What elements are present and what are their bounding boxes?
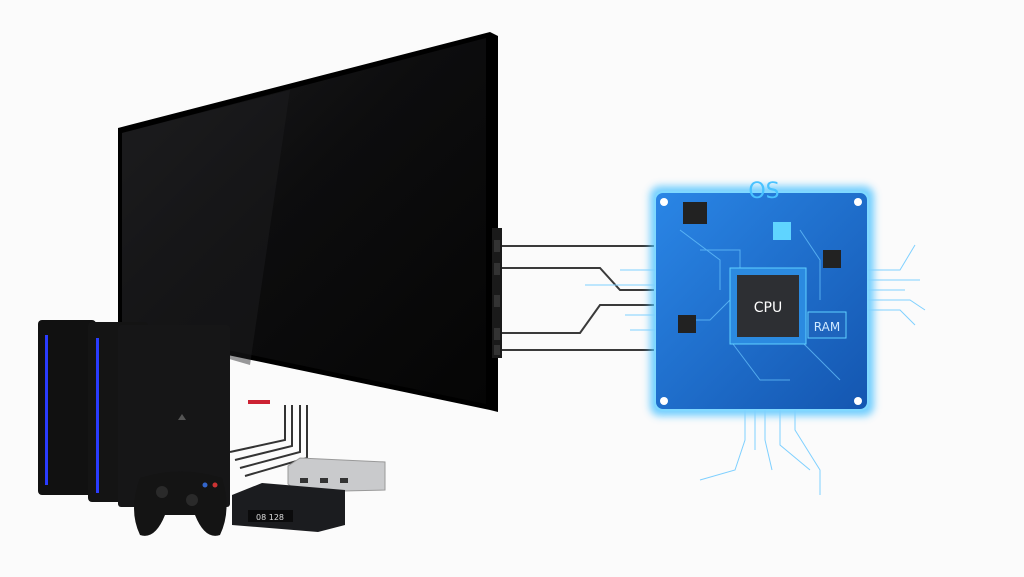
cpu-chip xyxy=(737,275,799,337)
tv-indicator-light xyxy=(248,400,270,404)
cpu-label: CPU xyxy=(754,300,782,316)
tv-port-panel xyxy=(492,228,502,358)
game-controller xyxy=(134,471,227,536)
television xyxy=(118,32,502,412)
chip xyxy=(678,315,696,333)
set-top-box: 08 128 xyxy=(232,483,345,532)
os-label: OS xyxy=(748,179,779,204)
game-console xyxy=(38,320,96,495)
circuit-board: CPU RAM OS xyxy=(585,179,926,495)
board-traces xyxy=(585,244,926,495)
usb-hub xyxy=(287,457,386,493)
chip xyxy=(823,250,841,268)
ram-label: RAM xyxy=(814,320,840,334)
console-logo xyxy=(178,414,186,420)
box-display: 08 128 xyxy=(256,513,284,522)
cables-to-board xyxy=(502,245,655,351)
chip xyxy=(683,202,707,224)
game-console-front xyxy=(118,325,230,507)
chip xyxy=(773,222,791,240)
